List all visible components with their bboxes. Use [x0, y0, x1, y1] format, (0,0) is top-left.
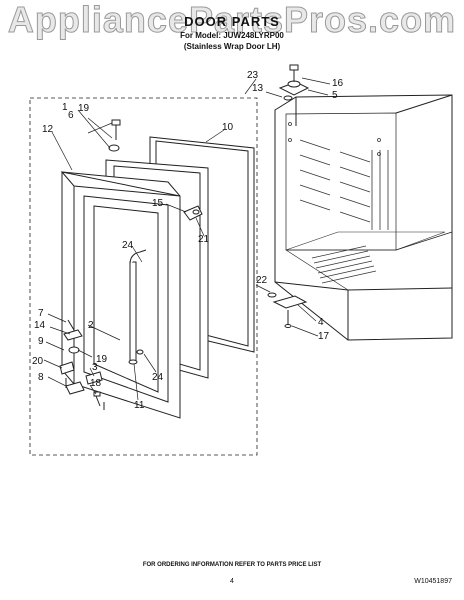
callout-10: 10 [222, 122, 234, 133]
callout-19-lower: 19 [96, 354, 108, 365]
callout-13: 13 [252, 83, 264, 94]
callout-7: 7 [38, 308, 44, 319]
page-title: DOOR PARTS [184, 14, 280, 29]
callout-6: 6 [68, 110, 74, 121]
callout-22: 22 [256, 275, 268, 286]
lower-hinge [267, 292, 308, 328]
callout-11: 11 [134, 400, 145, 411]
callout-14: 14 [34, 320, 46, 331]
top-screw-parts [108, 119, 121, 152]
cabinet-floor-grille [311, 245, 377, 284]
callout-21: 21 [198, 234, 210, 245]
hinge-bracket [183, 205, 203, 221]
callout-12: 12 [42, 124, 54, 135]
callout-24-upper: 24 [122, 240, 134, 251]
callout-24-lower: 24 [152, 372, 164, 383]
callout-4: 4 [318, 317, 324, 328]
cabinet [274, 94, 453, 341]
callout-1: 1 [62, 102, 68, 113]
callout-leaders [43, 77, 331, 401]
model-line: For Model: JUW248LYRP00 [180, 31, 284, 40]
watermark: AppliancePartsPros.com [7, 0, 457, 40]
handle-rod [128, 249, 147, 365]
upper-hinge [278, 64, 310, 101]
callout-20: 20 [32, 356, 44, 367]
cabinet-interior-vents [288, 122, 389, 230]
callout-18: 18 [90, 378, 102, 389]
callout-23: 23 [247, 70, 259, 81]
ordering-info: FOR ORDERING INFORMATION REFER TO PARTS … [142, 562, 322, 568]
callout-17: 17 [318, 331, 330, 342]
callout-9: 9 [38, 336, 44, 347]
callout-3: 3 [92, 362, 98, 373]
callout-5: 5 [332, 90, 338, 101]
callout-19-top: 19 [78, 103, 90, 114]
lower-hardware [59, 319, 105, 410]
document-code: W10451897 [414, 578, 452, 585]
callout-16: 16 [332, 78, 344, 89]
callout-labels: 23 13 16 5 10 1 6 19 12 15 21 24 22 4 17… [32, 70, 344, 411]
callout-15: 15 [152, 198, 164, 209]
variant-line: (Stainless Wrap Door LH) [183, 42, 281, 51]
door-assembly-boundary [29, 97, 258, 456]
callout-8: 8 [38, 372, 44, 383]
callout-2: 2 [88, 320, 94, 331]
page-number: 4 [230, 578, 234, 585]
